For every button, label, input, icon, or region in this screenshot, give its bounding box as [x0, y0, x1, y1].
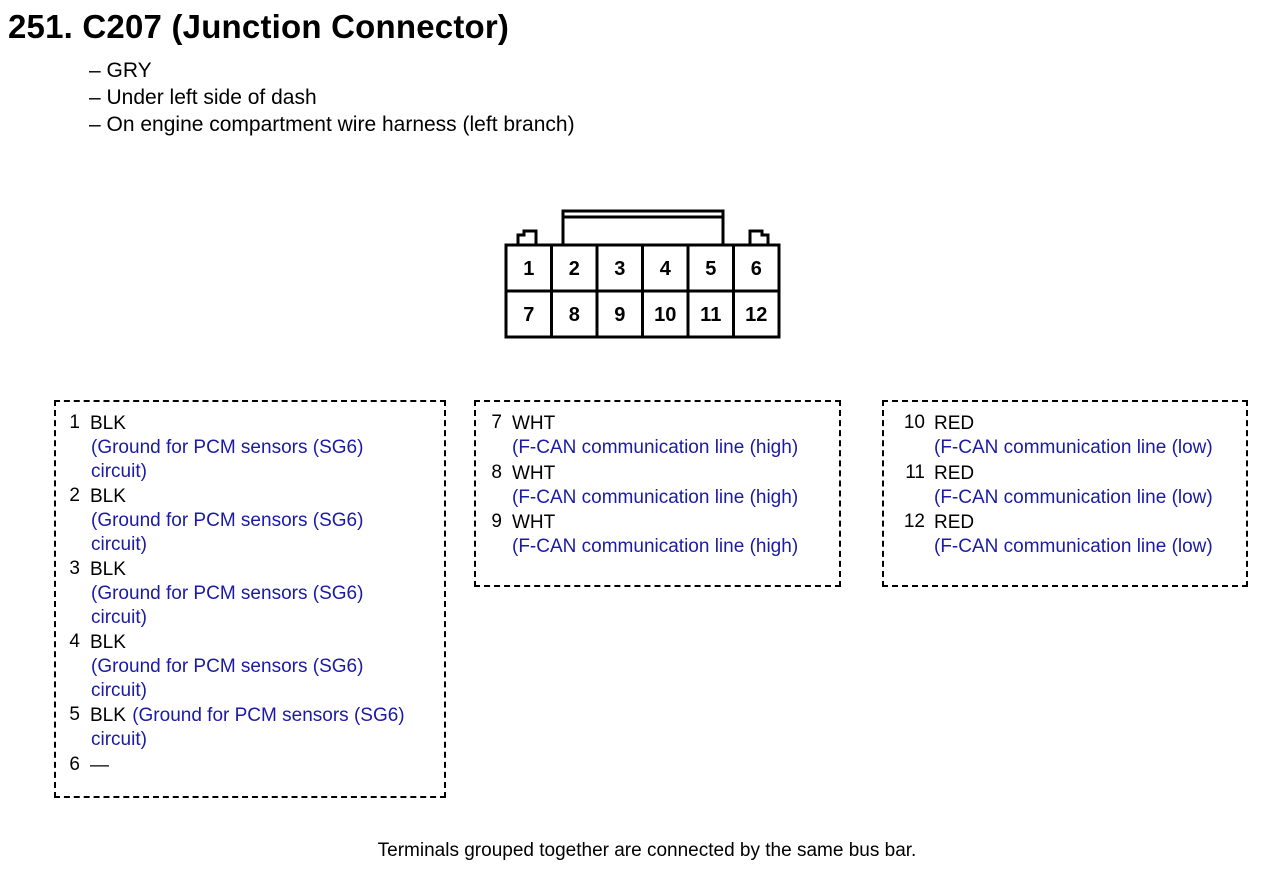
terminal-description: (Ground for PCM sensors (SG6) circuit): [91, 656, 364, 701]
page-title: 251. C207 (Junction Connector): [8, 8, 510, 45]
terminal-description: (F-CAN communication line (high): [512, 486, 799, 508]
terminal-description: (Ground for PCM sensors (SG6) circuit): [91, 510, 364, 555]
bus-group-3: 10 RED (F-CAN communication line (low) 1…: [882, 400, 1248, 587]
pin-number-label: 4: [660, 258, 672, 280]
wire-color: BLK: [90, 705, 126, 726]
wire-color: RED: [934, 462, 975, 484]
terminal-number: 4: [69, 631, 80, 652]
pin-number-label: 12: [745, 304, 767, 326]
terminal-description: (Ground for PCM sensors (SG6) circuit): [91, 437, 364, 482]
bus-group-1: 1 BLK (Ground for PCM sensors (SG6) circ…: [54, 400, 446, 798]
terminal-row: 2 BLK (Ground for PCM sensors (SG6) circ…: [56, 485, 444, 556]
wire-color: WHT: [512, 413, 556, 434]
pin-number-label: 3: [614, 258, 625, 280]
wire-color: RED: [934, 413, 975, 434]
pin-number-label: 1: [523, 258, 534, 280]
wire-color: WHT: [512, 512, 556, 533]
terminal-description: (F-CAN communication line (low): [934, 486, 1213, 508]
wire-color: WHT: [512, 462, 556, 484]
connector-notch-left: [516, 229, 538, 245]
terminal-row: 7 WHT (F-CAN communication line (high): [476, 412, 839, 460]
info-location: – Under left side of dash: [89, 86, 317, 109]
wire-color: BLK: [90, 559, 126, 580]
pin-number-label: 2: [569, 258, 580, 280]
pin-number-label: 10: [654, 304, 676, 326]
terminal-number: 7: [491, 412, 502, 433]
terminal-number: 9: [491, 511, 502, 532]
pin-number-label: 11: [700, 304, 721, 326]
info-color: – GRY: [89, 59, 152, 82]
connector-notch-right: [748, 229, 770, 245]
terminal-number: 6: [69, 753, 80, 775]
terminal-row: 4 BLK (Ground for PCM sensors (SG6) circ…: [56, 631, 444, 702]
wire-color: BLK: [90, 486, 126, 507]
pin-number-label: 8: [569, 304, 580, 326]
terminal-description: (F-CAN communication line (low): [934, 437, 1213, 458]
wire-color: BLK: [90, 413, 126, 434]
terminal-description: (F-CAN communication line (high): [512, 437, 799, 458]
terminal-description-inline: (Ground for PCM sensors (SG6): [132, 705, 405, 726]
terminal-row: 9 WHT (F-CAN communication line (high): [476, 511, 839, 559]
terminal-number: 8: [491, 461, 502, 483]
pin-number-label: 6: [751, 258, 762, 280]
terminal-number: 11: [905, 461, 925, 483]
terminal-row: 5 BLK (Ground for PCM sensors (SG6) circ…: [56, 704, 444, 752]
terminal-description: circuit): [91, 729, 147, 750]
wire-color: BLK: [90, 632, 126, 653]
terminal-row: 6 —: [56, 754, 444, 778]
pin-number-label: 9: [614, 304, 625, 326]
terminal-number: 10: [903, 412, 925, 433]
terminal-number: 12: [903, 511, 925, 532]
terminal-number: 2: [69, 485, 80, 506]
terminal-description: (F-CAN communication line (low): [934, 536, 1213, 557]
terminal-description: (Ground for PCM sensors (SG6) circuit): [91, 583, 364, 628]
terminal-row: 11 RED (F-CAN communication line (low): [884, 462, 1246, 510]
bus-group-2: 7 WHT (F-CAN communication line (high) 8…: [474, 400, 841, 587]
pin-number-label: 7: [523, 304, 534, 326]
terminal-row: 12 RED (F-CAN communication line (low): [884, 511, 1246, 559]
wire-color: RED: [934, 512, 975, 533]
terminal-number: 5: [69, 704, 80, 725]
terminal-row: 8 WHT (F-CAN communication line (high): [476, 462, 839, 510]
footnote: Terminals grouped together are connected…: [377, 840, 917, 861]
wire-color: —: [90, 754, 109, 776]
terminal-number: 1: [69, 412, 80, 433]
terminal-number: 3: [69, 558, 80, 579]
connector-info: – GRY – Under left side of dash – On eng…: [89, 57, 575, 138]
terminal-description: (F-CAN communication line (high): [512, 536, 799, 557]
info-harness: – On engine compartment wire harness (le…: [89, 113, 575, 136]
terminal-row: 1 BLK (Ground for PCM sensors (SG6) circ…: [56, 412, 444, 483]
terminal-row: 3 BLK (Ground for PCM sensors (SG6) circ…: [56, 558, 444, 629]
pin-number-label: 5: [705, 258, 716, 280]
pin-cell: [732, 289, 781, 339]
terminal-row: 10 RED (F-CAN communication line (low): [884, 412, 1246, 460]
